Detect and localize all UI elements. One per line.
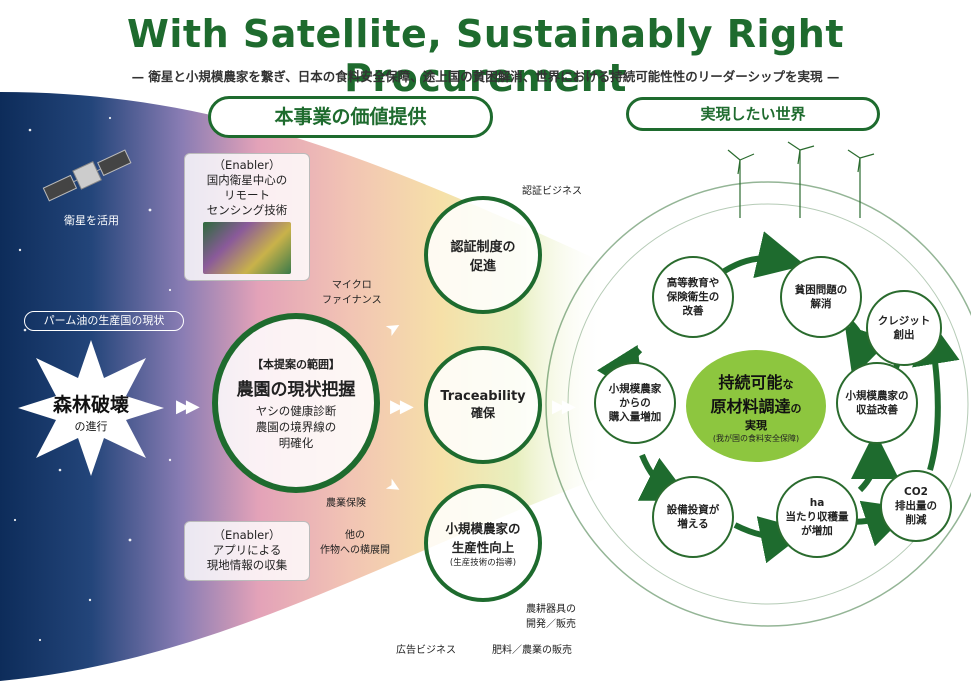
enabler-line: センシング技術 bbox=[206, 203, 288, 217]
satellite-icon bbox=[42, 149, 132, 202]
certification-line: 促進 bbox=[469, 259, 496, 274]
satellite-label: 衛星を活用 bbox=[64, 214, 119, 227]
section-value-heading: 本事業の価値提供 bbox=[208, 96, 493, 138]
traceability-circle: Traceability 確保 bbox=[424, 346, 542, 464]
section-world-heading: 実現したい世界 bbox=[626, 97, 880, 131]
main-circle-line: 明確化 bbox=[278, 435, 314, 450]
traceability-line: 確保 bbox=[470, 406, 495, 420]
center-line: の bbox=[790, 401, 802, 415]
productivity-line: (生産技術の指導) bbox=[449, 558, 517, 568]
node-purchase-increase: 小規模農家 からの 購入量増加 bbox=[594, 362, 676, 444]
microfinance-line: マイクロ bbox=[331, 280, 372, 291]
productivity-line: 小規模農家の bbox=[445, 521, 521, 536]
scope-label: 【本提案の範囲】 bbox=[252, 357, 340, 371]
node-investment: 設備投資が 増える bbox=[652, 476, 734, 558]
node-yield: ha 当たり収穫量 が増加 bbox=[776, 476, 858, 558]
page-title: With Satellite, Sustainably Right Procur… bbox=[126, 12, 844, 100]
node-credit: クレジット 創出 bbox=[866, 290, 942, 366]
enabler-line: 現地情報の収集 bbox=[206, 558, 288, 572]
other-crops-line: 他の bbox=[345, 530, 365, 541]
ad-business-label: 広告ビジネス bbox=[396, 645, 456, 656]
center-line: な bbox=[782, 377, 794, 391]
enabler-line: アプリによる bbox=[212, 543, 282, 557]
equipment-line: 開発／販売 bbox=[526, 619, 576, 630]
center-line: 持続可能 bbox=[718, 372, 783, 392]
enabler-remote-sensing-box: （Enabler） 国内衛星中心の リモート センシング技術 bbox=[184, 153, 310, 281]
cert-business-label: 認証ビジネス bbox=[522, 186, 582, 197]
yield-line: ha bbox=[809, 497, 825, 509]
deforestation-burst bbox=[18, 340, 164, 476]
other-crops-line: 作物への横展開 bbox=[320, 545, 390, 556]
equipment-label: 農耕器具の 開発／販売 bbox=[526, 600, 576, 630]
microfinance-line: ファイナンス bbox=[322, 295, 382, 306]
microfinance-label: マイクロ ファイナンス bbox=[322, 276, 382, 306]
other-crops-label: 他の 作物への横展開 bbox=[320, 526, 390, 556]
node-income-improve: 小規模農家の 収益改善 bbox=[836, 362, 918, 444]
palm-oil-status-pill: パーム油の生産国の現状 bbox=[24, 311, 184, 331]
enabler-app-box: （Enabler） アプリによる 現地情報の収集 bbox=[184, 521, 310, 581]
main-circle-line: ヤシの健康診断 bbox=[255, 403, 337, 418]
enabler-label: （Enabler） bbox=[213, 158, 281, 172]
co2-line: 削減 bbox=[905, 514, 927, 526]
center-line: 原材料調達 bbox=[710, 396, 791, 416]
deforestation-title: 森林破壊 bbox=[52, 394, 129, 416]
enabler-label: （Enabler） bbox=[213, 528, 281, 542]
node-co2: CO2 排出量の 削減 bbox=[880, 470, 952, 542]
main-circle-title: 農園の現状把握 bbox=[236, 379, 356, 400]
chevron-right-icon: ▶▶ bbox=[552, 396, 576, 417]
traceability-line: Traceability bbox=[440, 389, 526, 404]
yield-line: が増加 bbox=[801, 525, 833, 537]
node-education: 高等教育や 保険衛生の 改善 bbox=[652, 256, 734, 338]
chevron-right-icon: ▶▶ bbox=[390, 396, 414, 417]
world-center-circle: 持続可能な 原材料調達の 実現 (我が国の食料安全保障) bbox=[686, 350, 826, 462]
enabler-line: リモート bbox=[224, 188, 270, 202]
certification-line: 認証制度の bbox=[450, 240, 516, 255]
productivity-line: 生産性向上 bbox=[451, 540, 515, 555]
node-poverty: 貧困問題の 解消 bbox=[780, 256, 862, 338]
center-line: 実現 bbox=[745, 418, 767, 432]
center-line: (我が国の食料安全保障) bbox=[712, 433, 800, 443]
co2-line: CO2 bbox=[904, 486, 928, 498]
certification-circle: 認証制度の 促進 bbox=[424, 196, 542, 314]
co2-line: 排出量の bbox=[895, 500, 937, 512]
fertilizer-label: 肥料／農業の販売 bbox=[492, 645, 572, 656]
equipment-line: 農耕器具の bbox=[526, 604, 576, 615]
wind-turbines-decoration bbox=[727, 141, 875, 218]
deforestation-subtitle: の進行 bbox=[74, 420, 108, 433]
productivity-circle: 小規模農家の 生産性向上 (生産技術の指導) bbox=[424, 484, 542, 602]
main-circle-line: 農園の境界線の bbox=[255, 419, 337, 434]
satellite-image-thumbnail bbox=[203, 222, 291, 274]
agri-insurance-label: 農業保険 bbox=[326, 498, 366, 509]
enabler-line: 国内衛星中心の bbox=[206, 173, 288, 187]
yield-line: 当たり収穫量 bbox=[785, 511, 849, 523]
chevron-right-icon: ▶▶ bbox=[176, 396, 200, 417]
page-subtitle: — 衛星と小規模農家を繋ぎ、日本の食料安全保障、途上国の貧困解消、世界における持… bbox=[131, 69, 840, 84]
main-scope-circle: 【本提案の範囲】 農園の現状把握 ヤシの健康診断 農園の境界線の 明確化 bbox=[212, 313, 380, 493]
